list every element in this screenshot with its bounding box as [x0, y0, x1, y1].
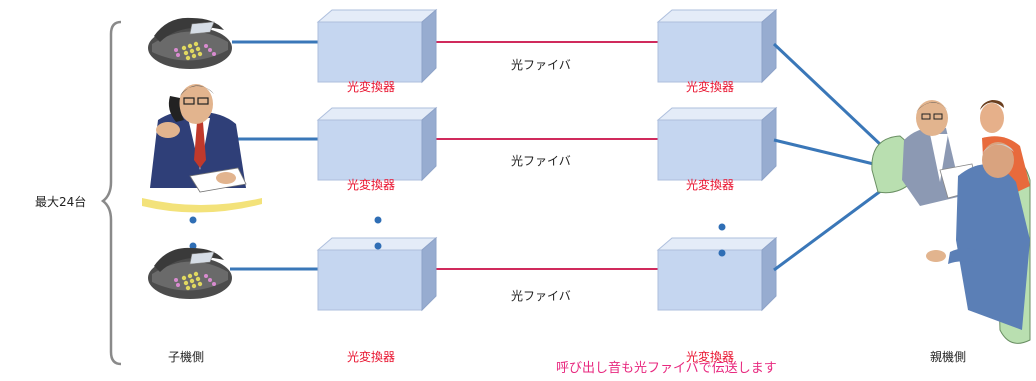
businessman-on-phone-icon	[142, 84, 262, 213]
grouping-bracket	[100, 20, 122, 366]
meeting-group-icon	[871, 100, 1031, 344]
converter-label-right-2: 光変換器	[686, 178, 735, 192]
converter-left-2	[317, 107, 437, 181]
converter-left-1	[317, 9, 437, 83]
desk-phone-icon	[147, 17, 233, 70]
converter-label-right-1: 光変換器	[686, 80, 735, 94]
converter-right-3	[657, 237, 777, 311]
converter-right-1	[657, 9, 777, 83]
max-count-label: 最大24台	[35, 195, 87, 209]
parent-link-1	[772, 42, 884, 148]
converter-label-left-3: 光変換器	[347, 350, 396, 364]
fiber-label-3: 光ファイバ	[511, 289, 571, 303]
parent-link-2	[773, 138, 883, 168]
fiber-label-1: 光ファイバ	[511, 58, 571, 72]
converter-label-left-1: 光変換器	[347, 80, 396, 94]
parent-side-label: 親機側	[930, 350, 967, 364]
caption-ringtone: 呼び出し音も光ファイバで伝送します	[556, 361, 777, 376]
child-side-label: 子機側	[168, 350, 205, 364]
converter-right-2	[657, 107, 777, 181]
converter-label-right-3: 光変換器	[686, 350, 735, 364]
fiber-label-2: 光ファイバ	[511, 154, 571, 168]
converter-label-left-2: 光変換器	[347, 178, 396, 192]
parent-link-3	[773, 188, 883, 272]
desk-phone-icon	[147, 247, 233, 300]
ellipsis-dots	[189, 216, 726, 257]
